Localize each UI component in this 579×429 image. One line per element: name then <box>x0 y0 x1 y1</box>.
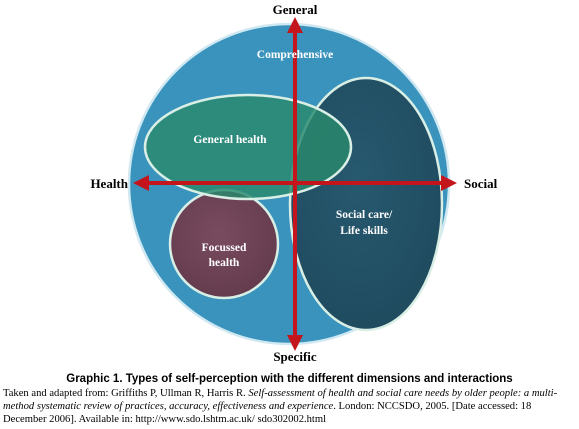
axis-label-specific: Specific <box>273 349 317 364</box>
label-focussed-health-line2: health <box>209 257 240 269</box>
source-title: Self-assessment of health and social car… <box>3 388 558 412</box>
axis-label-general: General <box>273 2 318 17</box>
figure-caption: Graphic 1. Types of self-perception with… <box>66 373 513 385</box>
label-general-health: General health <box>193 134 267 146</box>
horizontal-axis-arrow <box>133 175 457 191</box>
label-social-care-line1: Social care/ <box>336 209 393 221</box>
source-suffix: . London: NCCSDO, 2005. [Date accessed: … <box>3 401 532 425</box>
label-comprehensive: Comprehensive <box>257 49 333 61</box>
label-social-care-line2: Life skills <box>340 225 388 237</box>
source-citation: Taken and adapted from: Griffiths P, Ull… <box>3 387 576 426</box>
self-perception-diagram: General Specific Health Social Comprehen… <box>90 2 498 364</box>
general-health-ellipse <box>143 93 353 201</box>
axis-label-social: Social <box>464 176 498 191</box>
axis-label-health: Health <box>90 176 128 191</box>
label-focussed-health-line1: Focussed <box>202 242 247 254</box>
source-prefix: Taken and adapted from: Griffiths P, Ull… <box>3 388 249 399</box>
